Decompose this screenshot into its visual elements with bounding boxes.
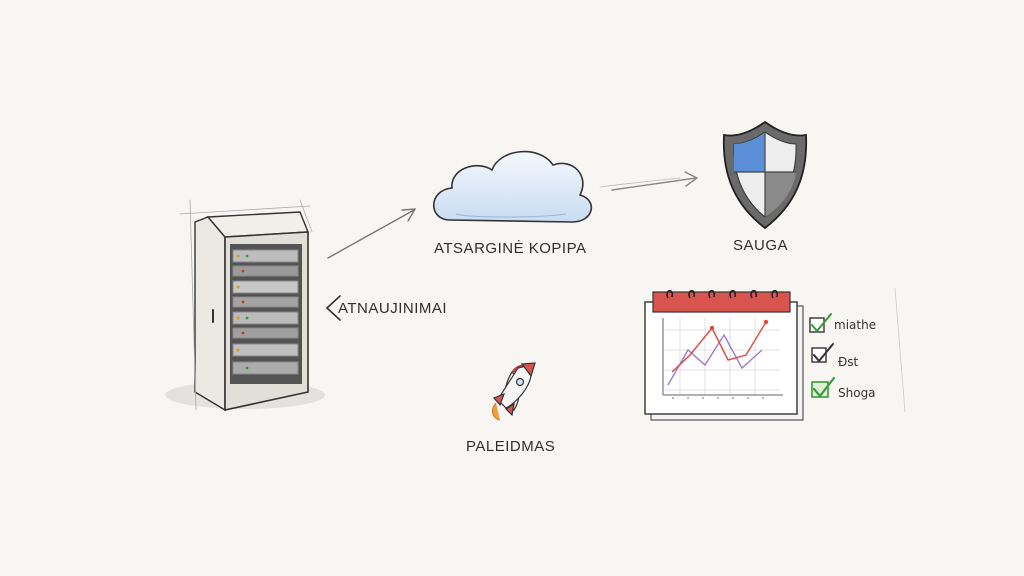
shield-icon bbox=[722, 120, 808, 230]
arrow-to-shield bbox=[599, 171, 699, 191]
rocket-icon bbox=[491, 362, 536, 421]
launch-label: PALEIDMAS bbox=[466, 438, 556, 455]
security-label: SAUGA bbox=[733, 237, 789, 254]
updates-label: ATNAUJINIMAI bbox=[338, 300, 448, 317]
arrow-to-cloud bbox=[327, 208, 417, 259]
checklist-item-1: miathe bbox=[834, 318, 877, 332]
cloud-icon bbox=[433, 150, 592, 223]
calendar-icon bbox=[644, 287, 906, 421]
updates-bracket-icon bbox=[325, 295, 341, 321]
checklist-boxes bbox=[809, 313, 836, 398]
checklist-item-2: Ðst bbox=[838, 355, 859, 369]
checkbox-icon bbox=[809, 313, 832, 333]
backup-label: ATSARGINĖ KOPIPA bbox=[434, 240, 587, 257]
checkbox-icon bbox=[811, 376, 836, 398]
server-rack-icon bbox=[165, 199, 325, 412]
checkbox-icon bbox=[811, 343, 834, 363]
checklist-item-3: Shoga bbox=[838, 386, 876, 400]
